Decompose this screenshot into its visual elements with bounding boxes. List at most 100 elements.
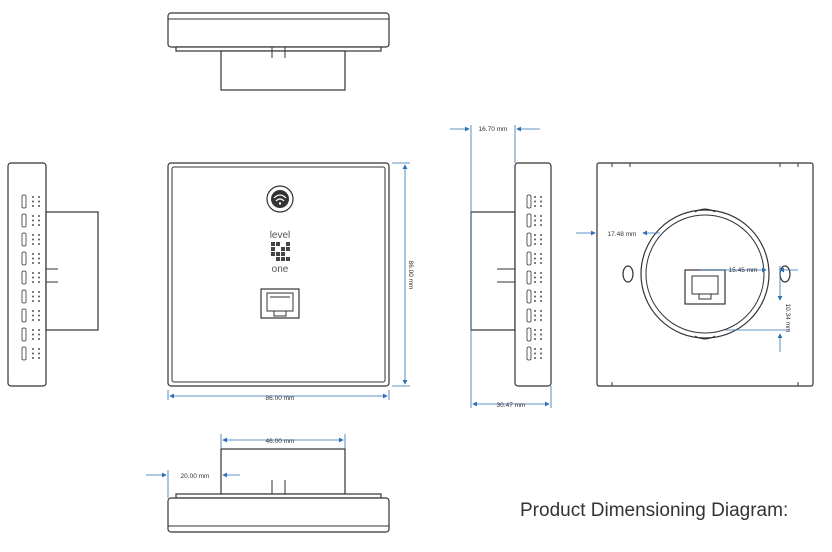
dim-side-depth-total: 30.47 mm xyxy=(497,402,526,409)
vent-slot xyxy=(21,213,27,228)
vent-dot xyxy=(540,352,542,355)
logo-cell xyxy=(286,242,290,246)
vent-dot xyxy=(534,196,536,198)
vent-dot xyxy=(32,262,34,264)
logo-cell xyxy=(271,247,275,251)
vent-slot xyxy=(21,308,27,323)
vent-dot xyxy=(534,234,536,236)
vent-dot xyxy=(540,357,542,359)
vent-dot xyxy=(534,295,536,298)
vent-dot xyxy=(32,243,34,245)
vent-dot xyxy=(38,238,40,241)
vent-dot xyxy=(540,333,542,336)
vent-dot xyxy=(534,276,536,279)
bottom-view xyxy=(167,448,390,533)
vent-dot xyxy=(534,319,536,321)
vent-dot xyxy=(540,215,542,217)
vent-dot xyxy=(38,215,40,217)
vent-dot xyxy=(32,200,34,203)
vent-dot xyxy=(540,329,542,331)
vent-dot xyxy=(534,357,536,359)
dimension-lines: 86.00 mm 86.00 mm 16.70 mm 30.47 mm 46.0… xyxy=(146,125,798,498)
vent-dot xyxy=(32,224,34,226)
vent-dot xyxy=(38,272,40,274)
vent-dot xyxy=(38,200,40,203)
vent-dot xyxy=(534,257,536,260)
vent-dot xyxy=(32,300,34,302)
vent-dot xyxy=(534,215,536,217)
vent-dot xyxy=(540,253,542,255)
vent-slot xyxy=(21,289,27,304)
vent-dot xyxy=(38,243,40,245)
vent-dot xyxy=(32,253,34,255)
vent-dot xyxy=(32,272,34,274)
front-view: level one xyxy=(167,162,390,387)
vent-dot xyxy=(540,319,542,321)
logo-cell xyxy=(276,242,280,246)
vent-slot xyxy=(21,251,27,266)
vent-dot xyxy=(540,219,542,222)
vent-dot xyxy=(540,276,542,279)
top-view xyxy=(167,12,390,91)
vent-dot xyxy=(38,234,40,236)
vent-dot xyxy=(38,329,40,331)
vent-dot xyxy=(540,300,542,302)
vent-dot xyxy=(38,205,40,207)
dim-width-front: 86.00 mm xyxy=(266,395,295,402)
vent-dot xyxy=(32,348,34,350)
vent-dot xyxy=(32,276,34,279)
logo-cell xyxy=(281,247,285,251)
vent-dot xyxy=(38,276,40,279)
level-one-logo-icon: level one xyxy=(270,230,291,275)
vent-dot xyxy=(534,300,536,302)
dim-bottom-module-width: 46.00 mm xyxy=(266,438,295,445)
vent-slot xyxy=(526,270,532,285)
vent-dot xyxy=(534,253,536,255)
vent-dot xyxy=(534,200,536,203)
vent-dot xyxy=(32,310,34,312)
logo-cell xyxy=(271,242,275,246)
vent-dot xyxy=(540,348,542,350)
vent-slot xyxy=(526,194,532,209)
wifi-button-icon xyxy=(266,185,294,213)
vent-slot xyxy=(21,232,27,247)
vent-dot xyxy=(534,352,536,355)
vent-dot xyxy=(540,224,542,226)
vent-dot xyxy=(32,319,34,321)
logo-cell xyxy=(276,252,280,256)
dim-side-depth-top: 16.70 mm xyxy=(479,126,508,133)
vent-dot xyxy=(540,238,542,241)
vent-dot xyxy=(32,291,34,293)
vent-dot xyxy=(534,243,536,245)
svg-text:one: one xyxy=(272,264,289,275)
back-ethernet-port-icon xyxy=(684,269,726,305)
vent-dot xyxy=(540,295,542,298)
vent-dot xyxy=(38,219,40,222)
vent-dot xyxy=(32,281,34,283)
vent-slot xyxy=(21,327,27,342)
vent-dot xyxy=(534,281,536,283)
vent-dot xyxy=(38,314,40,317)
vent-slot xyxy=(526,251,532,266)
vent-dot xyxy=(534,219,536,222)
vent-slot xyxy=(526,289,532,304)
vent-dot xyxy=(534,291,536,293)
ethernet-port-icon xyxy=(260,288,300,319)
vent-dot xyxy=(32,234,34,236)
vent-dot xyxy=(32,357,34,359)
vent-dot xyxy=(38,291,40,293)
vent-dot xyxy=(32,352,34,355)
dim-back-port-horizontal: 15.45 mm xyxy=(729,267,758,274)
vent-dot xyxy=(38,333,40,336)
vent-dot xyxy=(540,272,542,274)
vent-slot xyxy=(526,346,532,361)
vent-slot xyxy=(526,308,532,323)
vent-dot xyxy=(534,262,536,264)
diagram-caption: Product Dimensioning Diagram: xyxy=(520,500,789,521)
logo-cell xyxy=(276,257,280,261)
vent-dot xyxy=(534,310,536,312)
vent-dot xyxy=(32,295,34,298)
vent-dot xyxy=(534,333,536,336)
logo-cell xyxy=(271,252,275,256)
